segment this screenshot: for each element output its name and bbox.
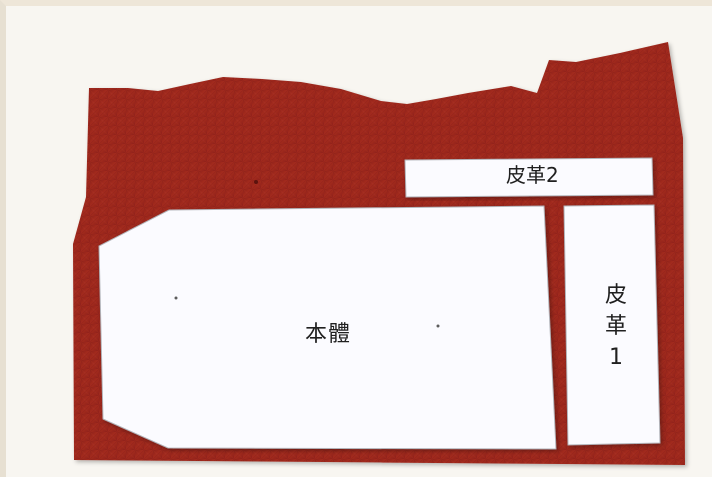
body-paper-piece xyxy=(98,205,557,450)
leather-2-paper-piece xyxy=(404,157,654,198)
leather-1-label: 皮 革 1 xyxy=(596,280,636,373)
leather-1-paper-piece xyxy=(563,204,661,446)
leather-1-label-line: 1 xyxy=(609,345,623,370)
body-label: 本體 xyxy=(305,322,352,347)
paper-speck xyxy=(174,296,178,300)
paper-speck xyxy=(436,324,440,328)
leather-mark xyxy=(254,180,258,184)
leather-2-label: 皮革2 xyxy=(506,163,559,187)
leather-1-label-line: 皮 xyxy=(604,283,627,308)
leather-1-label-line: 革 xyxy=(604,314,627,339)
